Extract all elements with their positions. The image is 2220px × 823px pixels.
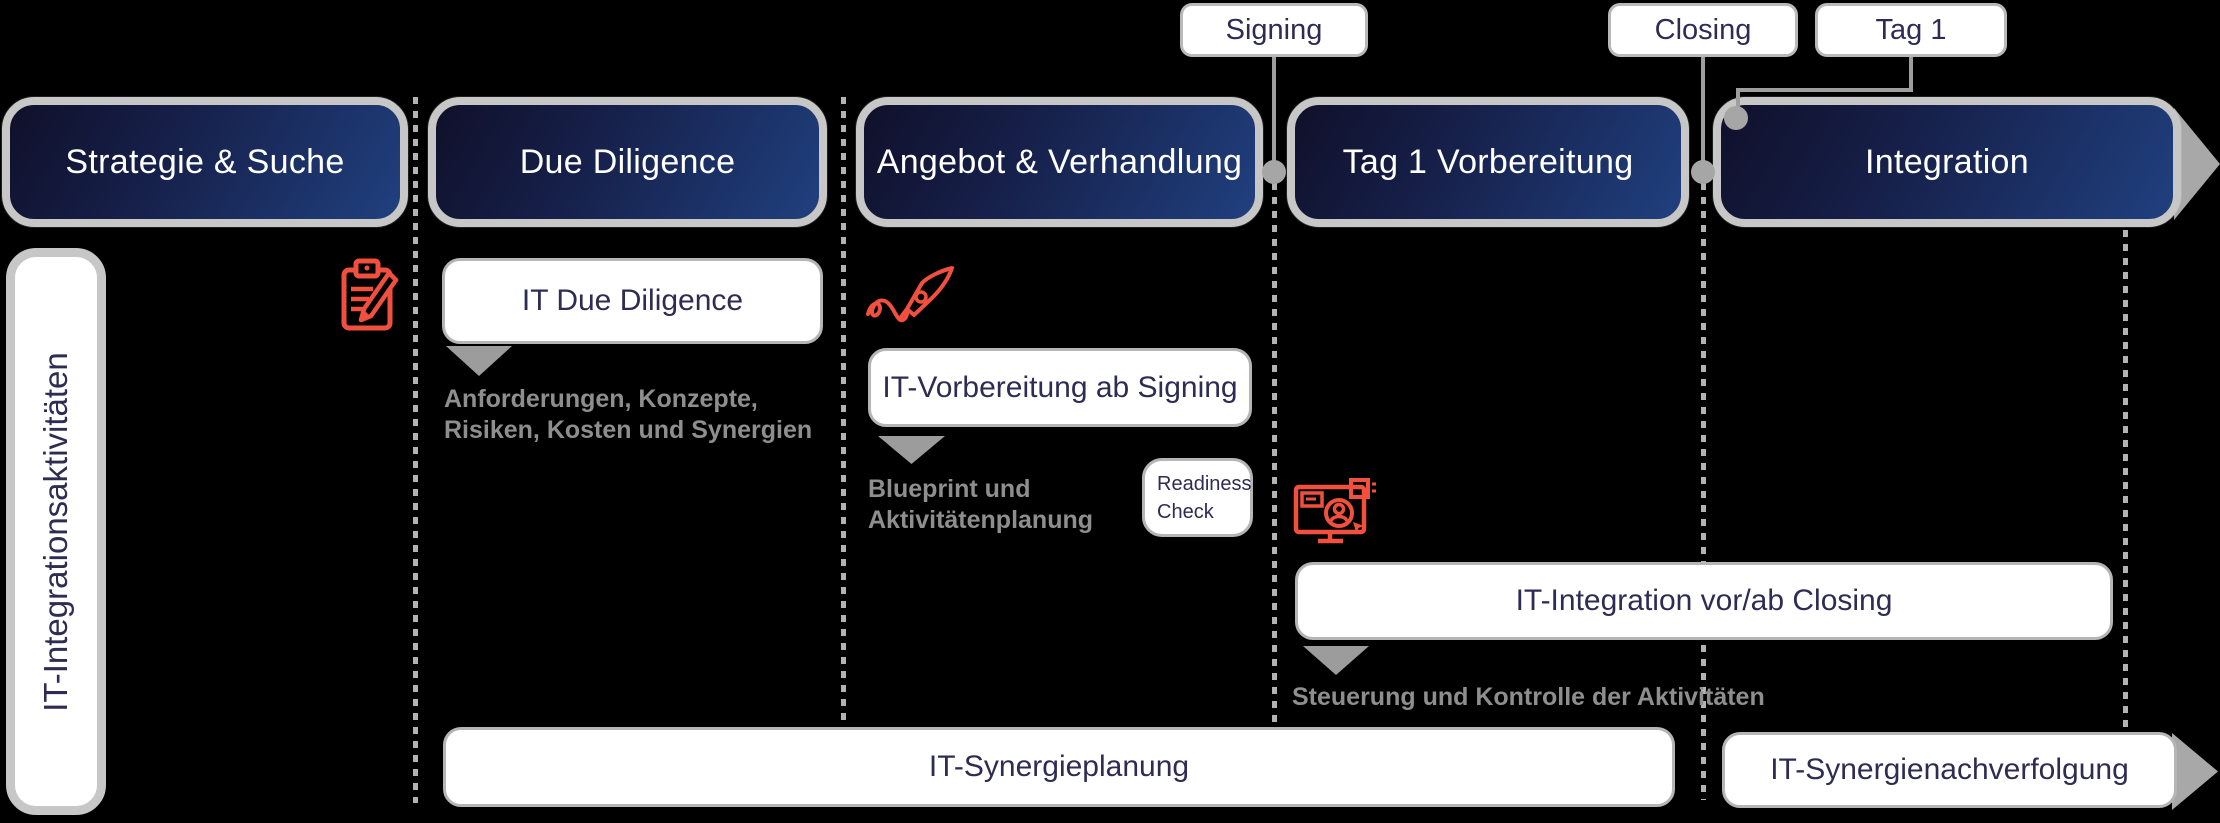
phase-due-diligence: Due Diligence: [428, 97, 827, 227]
phase-label: Integration: [1865, 142, 2029, 181]
closing-dotted-line: [1701, 183, 1706, 800]
closing-connector-line: [1701, 55, 1705, 173]
activity-label: IT Due Diligence: [521, 284, 744, 317]
activity-it-vorbereitung-ab-signing: IT-Vorbereitung ab Signing: [868, 348, 1252, 427]
phase-label: Tag 1 Vorbereitung: [1342, 142, 1634, 181]
side-label-it-integrationsaktivitaeten: IT-Integrationsaktivitäten: [6, 248, 106, 815]
note-line: Steuerung und Kontrolle der Aktivitäten: [1292, 683, 1765, 711]
activity-label: IT-Synergieplanung: [928, 750, 1190, 783]
milestone-tag1-label: Tag 1: [1875, 13, 1947, 46]
side-label-text: IT-Integrationsaktivitäten: [37, 351, 74, 712]
activity-readiness-check: Readiness Check: [1142, 458, 1253, 537]
milestone-tag1: Tag 1: [1815, 3, 2007, 57]
phase-divider-dotted-line-2: [841, 97, 846, 725]
activity-it-integration-vor-ab-closing: IT-Integration vor/ab Closing: [1295, 562, 2113, 640]
tag1-connector-horizontal: [1736, 88, 1913, 92]
activity-label: IT-Vorbereitung ab Signing: [882, 370, 1238, 404]
signature-pen-icon: [864, 262, 958, 336]
down-arrow-icon-vorbereitung: [878, 436, 945, 464]
activity-it-synergieplanung: IT-Synergieplanung: [443, 727, 1675, 807]
note-line: Anforderungen, Konzepte,: [444, 385, 758, 413]
note-line: Aktivitätenplanung: [868, 506, 1094, 534]
tag1-connector-drop: [1736, 88, 1740, 118]
phase-label: Strategie & Suche: [65, 142, 345, 181]
phase-label: Angebot & Verhandlung: [876, 142, 1243, 181]
milestone-signing: Signing: [1180, 3, 1368, 57]
note-line: Blueprint und: [868, 475, 1031, 503]
signing-connector-line: [1272, 55, 1276, 173]
phase-angebot-verhandlung: Angebot & Verhandlung: [856, 97, 1263, 227]
activity-label: IT-Integration vor/ab Closing: [1515, 584, 1893, 617]
phase-divider-dotted-line-1: [413, 97, 418, 803]
phase-strategie-suche: Strategie & Suche: [2, 97, 408, 227]
note-steuerung: Steuerung und Kontrolle der Aktivitäten: [1292, 682, 1765, 713]
activity-label: IT-Synergienachverfolgung: [1770, 753, 2129, 786]
down-arrow-icon-integration: [1303, 646, 1369, 675]
milestone-closing: Closing: [1608, 3, 1798, 57]
integration-dotted-line: [2123, 230, 2128, 728]
readiness-check-line: Readiness: [1157, 472, 1252, 495]
tag1-connector-dot: [1724, 106, 1748, 130]
note-blueprint: Blueprint und Aktivitätenplanung: [868, 474, 1093, 536]
tag1-connector-vertical: [1909, 55, 1913, 92]
phase-integration: Integration: [1713, 97, 2181, 227]
signing-dotted-line: [1272, 183, 1277, 725]
closing-connector-dot: [1691, 160, 1715, 184]
phase-tag1-vorbereitung: Tag 1 Vorbereitung: [1287, 97, 1689, 227]
phase-label: Due Diligence: [519, 142, 736, 181]
activity-it-synergienachverfolgung: IT-Synergienachverfolgung: [1722, 732, 2177, 808]
note-line: Risiken, Kosten und Synergien: [444, 416, 813, 444]
signing-connector-dot: [1262, 160, 1286, 184]
milestone-signing-label: Signing: [1225, 13, 1323, 46]
readiness-check-line: Check: [1157, 500, 1214, 523]
activity-it-due-diligence: IT Due Diligence: [442, 258, 823, 344]
synergienachverfolgung-arrow-icon: [2172, 733, 2218, 810]
down-arrow-icon-due-diligence: [446, 346, 512, 376]
note-due-diligence: Anforderungen, Konzepte, Risiken, Kosten…: [444, 384, 812, 446]
monitor-user-icon: [1293, 478, 1385, 552]
milestone-closing-label: Closing: [1654, 13, 1752, 46]
clipboard-pencil-icon: [337, 257, 407, 335]
